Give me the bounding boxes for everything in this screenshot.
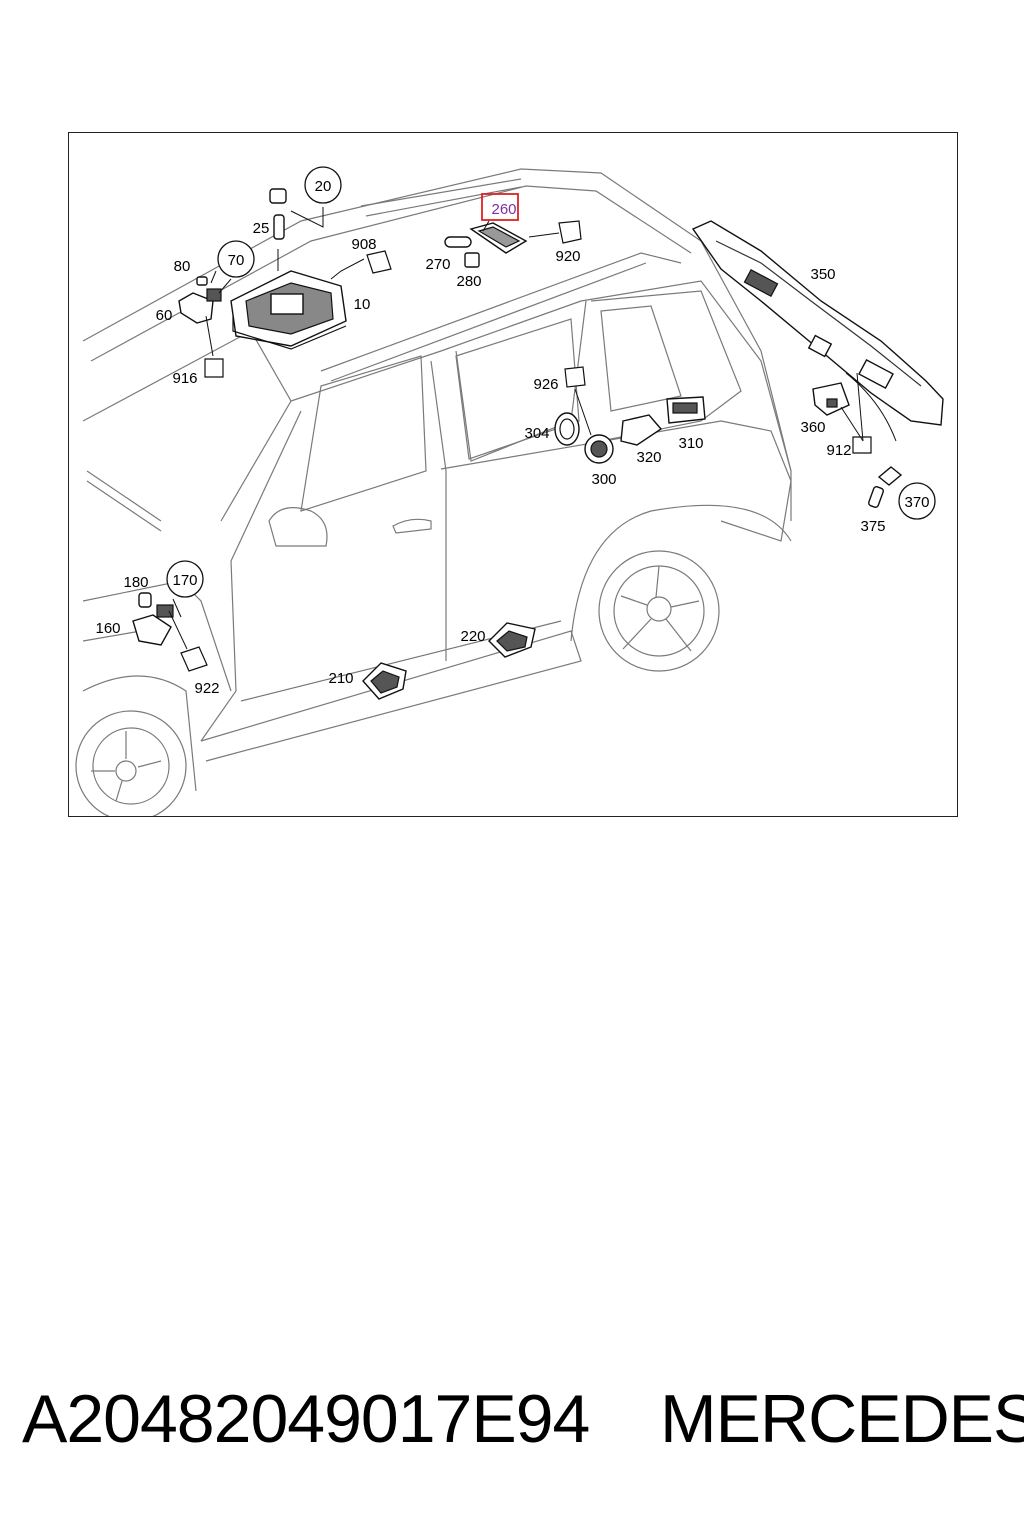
overhead-control-panel-part-10	[230, 270, 347, 350]
label-270[interactable]: 270	[425, 256, 450, 273]
tailgate-light-part-360	[812, 382, 903, 508]
label-60[interactable]: 60	[156, 307, 173, 324]
leader-lines	[168, 207, 897, 650]
connectors	[180, 220, 872, 672]
brand-text: MERCEDES	[660, 1381, 1024, 1457]
label-10[interactable]: 10	[354, 296, 371, 313]
label-25[interactable]: 25	[253, 220, 270, 237]
label-370: 370	[904, 494, 929, 511]
circle-callout-70: 70	[217, 240, 255, 278]
label-922[interactable]: 922	[194, 680, 219, 697]
label-926[interactable]: 926	[533, 376, 558, 393]
circle-callout-370: 370	[898, 482, 936, 520]
label-350[interactable]: 350	[810, 266, 835, 283]
parts-diagram: 20 70 170 370 260 25 80 60 916 908 10 27…	[75, 166, 944, 816]
label-70: 70	[228, 252, 245, 269]
rear-spoiler-part-350	[691, 220, 944, 426]
interior-light-part-260	[444, 222, 528, 268]
label-304[interactable]: 304	[524, 425, 549, 442]
puddle-light-part-220	[488, 622, 536, 658]
highlight-box-260	[481, 193, 519, 221]
label-160[interactable]: 160	[95, 620, 120, 637]
label-916[interactable]: 916	[172, 370, 197, 387]
label-20: 20	[315, 178, 332, 195]
diagram-frame: 20 70 170 370 260 25 80 60 916 908 10 27…	[68, 132, 958, 817]
label-280[interactable]: 280	[456, 273, 481, 290]
label-80[interactable]: 80	[174, 258, 191, 275]
label-375[interactable]: 375	[860, 518, 885, 535]
label-360[interactable]: 360	[800, 419, 825, 436]
label-310[interactable]: 310	[678, 435, 703, 452]
label-180[interactable]: 180	[123, 574, 148, 591]
reading-light-part-60	[178, 276, 222, 324]
front-light-part-160	[132, 592, 174, 646]
footer-caption: A20482049017E94 MERCEDES	[0, 1380, 1024, 1470]
label-912[interactable]: 912	[826, 442, 851, 459]
circle-callout-170: 170	[166, 560, 204, 598]
bulb-part-25	[269, 188, 287, 240]
puddle-light-part-210	[362, 662, 407, 700]
label-320[interactable]: 320	[636, 449, 661, 466]
label-210[interactable]: 210	[328, 670, 353, 687]
label-300[interactable]: 300	[591, 471, 616, 488]
label-920[interactable]: 920	[555, 248, 580, 265]
part-number-text: A20482049017E94	[22, 1381, 590, 1457]
label-170: 170	[172, 572, 197, 589]
label-260[interactable]: 260	[491, 201, 516, 218]
switch-assembly-part-300	[554, 396, 706, 464]
circle-callout-20: 20	[304, 166, 342, 204]
label-220[interactable]: 220	[460, 628, 485, 645]
label-908[interactable]: 908	[351, 236, 376, 253]
